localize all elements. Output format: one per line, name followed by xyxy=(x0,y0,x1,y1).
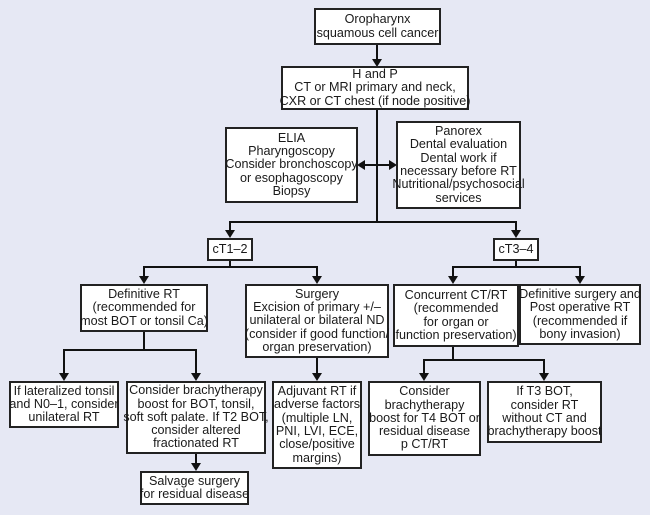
node-text-line: If T3 BOT, xyxy=(516,384,573,399)
node-text-line: consider altered xyxy=(151,423,241,438)
node-text-line: p CT/RT xyxy=(400,437,449,452)
node-text-line: services xyxy=(435,190,482,205)
edge-ct12-split xyxy=(143,266,318,277)
node-text-line: adverse factors xyxy=(273,397,361,412)
node-text-line: organ preservation) xyxy=(262,339,372,354)
edge-ct34-split xyxy=(452,266,581,277)
node-text-line: (recommended xyxy=(413,301,499,316)
node-text-line: Definitive RT xyxy=(108,287,180,302)
node-text-line: Post operative RT xyxy=(529,300,631,315)
node-text-line: necessary before RT xyxy=(400,164,517,178)
node-text-line: close/positive xyxy=(279,437,355,452)
node-text-line: CT or MRI primary and neck, xyxy=(294,80,456,95)
node-text-line: Panorex xyxy=(435,124,482,139)
arrowhead xyxy=(419,373,429,381)
arrowhead-right xyxy=(389,160,397,170)
node-text-line: most BOT or tonsil Ca) xyxy=(80,313,208,328)
edge-defrt-split xyxy=(63,349,197,374)
arrowhead xyxy=(511,230,521,238)
node-text-line: Adjuvant RT if xyxy=(277,384,357,399)
node-text-line: (recommended for xyxy=(92,300,196,315)
node-ct34: cT3–4 xyxy=(493,238,539,261)
node-text-line: unilateral or bilateral ND xyxy=(249,313,385,328)
node-text-line: cT3–4 xyxy=(498,241,534,256)
node-text-line: If lateralized tonsil xyxy=(13,383,115,398)
node-text-line: cT1–2 xyxy=(212,241,248,256)
node-text-line: CXR or CT chest (if node positive) xyxy=(279,93,471,108)
node-text-line: unilateral RT xyxy=(28,410,100,425)
node-text-line: Pharyngoscopy xyxy=(248,144,335,159)
node-text-line: boost for BOT, tonsil, xyxy=(137,396,255,411)
node-text-line: Consider xyxy=(399,384,450,399)
node-text-line: Excision of primary +/– xyxy=(253,300,381,315)
arrowhead xyxy=(191,463,201,471)
arrowhead-left xyxy=(357,160,365,170)
node-text-line: Dental work if xyxy=(420,150,497,165)
node-text-line: for residual disease xyxy=(139,487,250,501)
node-text-line: Consider brachytherapy xyxy=(129,383,263,398)
arrowhead xyxy=(59,373,69,381)
arrowhead xyxy=(312,373,322,381)
node-text-line: PNI, LVI, ECE, xyxy=(275,424,359,438)
node-text-line: and N0–1, consider xyxy=(9,396,119,411)
node-text-line: Definitive surgery and xyxy=(519,286,641,301)
node-text-line: Surgery xyxy=(294,286,340,301)
node-text-line: fractionated RT xyxy=(153,436,239,451)
arrowhead xyxy=(139,276,149,284)
node-text-line: bony invasion) xyxy=(539,326,621,341)
node-text-line: (consider if good function/ xyxy=(244,326,390,341)
node-text-line: Oropharynx xyxy=(344,12,411,27)
node-text-line: (multiple LN, xyxy=(281,410,353,425)
arrowhead xyxy=(539,373,549,381)
arrowhead xyxy=(372,59,382,67)
node-text-line: boost for T4 BOT or xyxy=(369,410,480,425)
node-text-line: brachytherapy boost xyxy=(487,424,602,439)
node-text-line: without CT and xyxy=(502,411,587,425)
node-text-line: Salvage surgery xyxy=(148,473,240,488)
node-ct12: cT1–2 xyxy=(207,238,253,261)
node-text-line: margins) xyxy=(292,450,342,465)
node-text-line: function preservation) xyxy=(395,327,517,342)
arrowhead xyxy=(191,373,201,381)
node-text-line: Consider bronchoscopy xyxy=(225,157,358,172)
node-text-line: residual disease xyxy=(378,424,470,439)
arrowhead xyxy=(225,230,235,238)
node-text-line: ELIA xyxy=(277,130,306,145)
node-text-line: H and P xyxy=(352,67,398,82)
arrowhead xyxy=(575,276,585,284)
node-text-line: Nutritional/psychosocial xyxy=(392,177,525,192)
node-text-line: for organ or xyxy=(423,314,489,329)
node-text-line: soft soft palate. If T2 BOT, xyxy=(123,409,269,424)
arrowhead xyxy=(312,276,322,284)
node-text-line: squamous cell cancer xyxy=(316,25,439,40)
edge-concurrent-split xyxy=(423,359,545,374)
edge-stage-split xyxy=(229,221,517,231)
node-text-line: Biopsy xyxy=(272,183,311,198)
arrowhead xyxy=(448,276,458,284)
node-text-line: consider RT xyxy=(510,397,579,412)
node-text-line: Concurrent CT/RT xyxy=(404,287,508,302)
node-text-line: Dental evaluation xyxy=(409,137,508,152)
node-text-line: or esophagoscopy xyxy=(240,170,343,185)
node-text-line: (recommended if xyxy=(532,313,628,328)
node-text-line: brachytherapy xyxy=(384,397,465,412)
